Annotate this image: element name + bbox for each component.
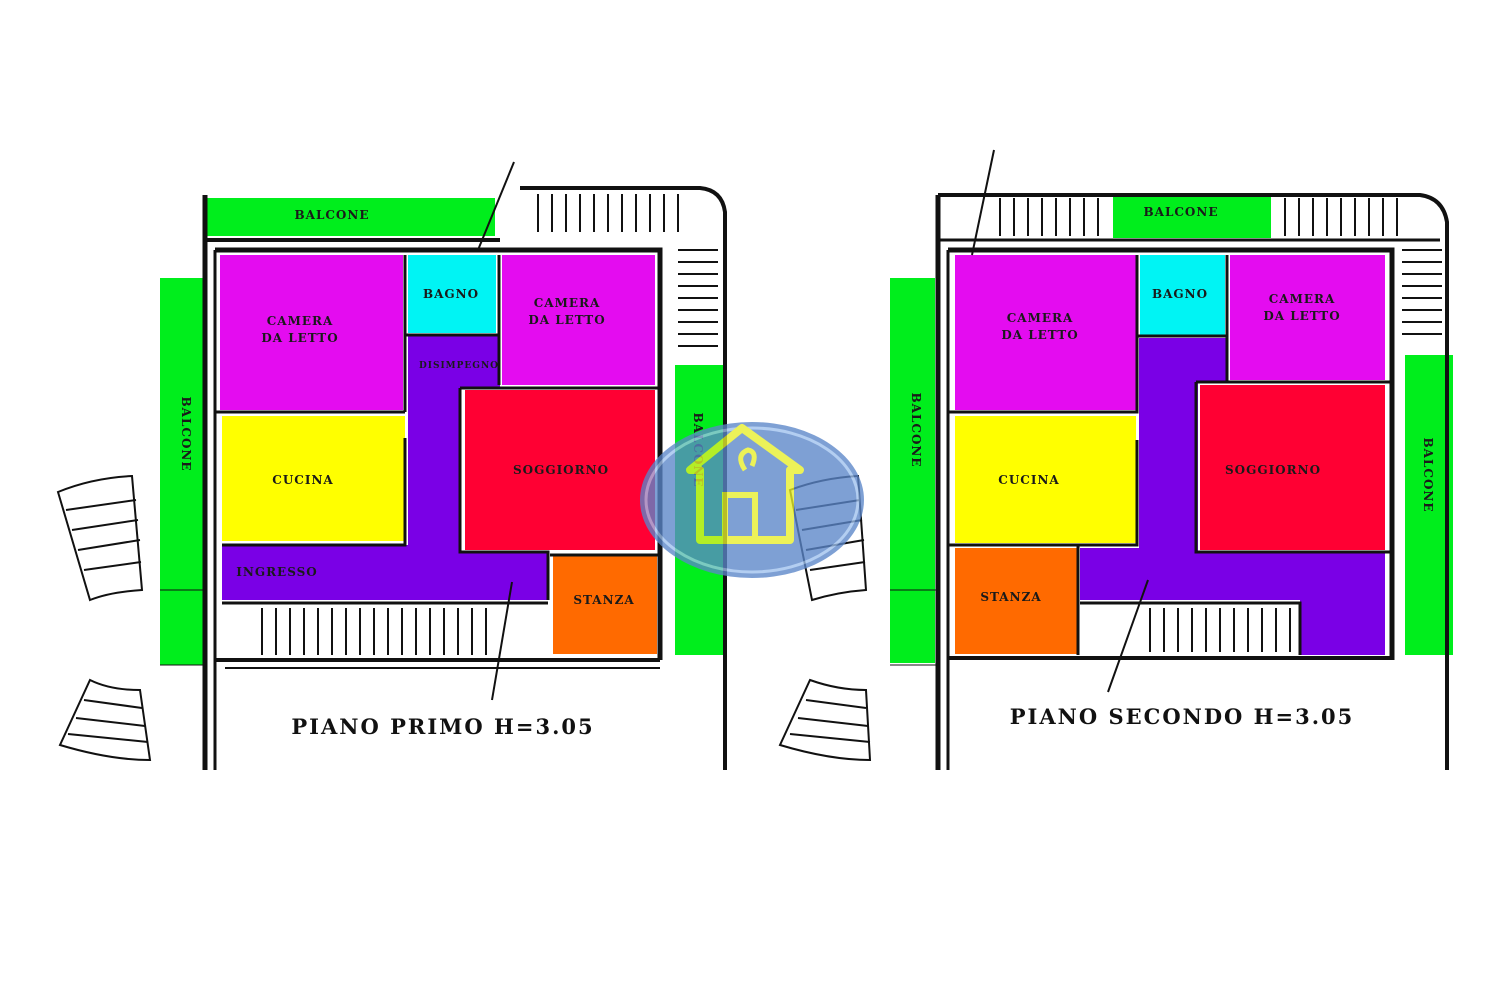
stairs-bottom-floor1 (261, 608, 487, 655)
label-camera-left-line2: DA LETTO (261, 331, 338, 345)
label-disimpegno: DISIMPEGNO (419, 361, 499, 371)
floor-plan-piano-primo: BALCONE CAMERA DA LETTO BAGNO CAMERA DA … (56, 161, 727, 770)
room-corridoio (222, 336, 548, 600)
balcony-top (205, 198, 495, 236)
label-cucina: CUCINA (272, 473, 333, 487)
balcony-left (890, 278, 935, 663)
room-stanza (955, 548, 1077, 654)
label-soggiorno: SOGGIORNO (1225, 463, 1321, 477)
label-soggiorno: SOGGIORNO (513, 463, 609, 477)
label-camera-left-line1: CAMERA (1007, 311, 1074, 325)
label-camera-left-line1: CAMERA (267, 314, 334, 328)
label-balcone-right: BALCONE (1421, 437, 1435, 512)
stairs-bottom-floor2 (1149, 608, 1291, 652)
title-piano-primo: PIANO PRIMO H=3.05 (291, 714, 594, 739)
label-balcone-left: BALCONE (179, 396, 193, 471)
label-camera-right-line2: DA LETTO (1263, 309, 1340, 323)
room-camera-left (955, 255, 1136, 410)
label-cucina: CUCINA (998, 473, 1059, 487)
stairs-right-floor1 (678, 249, 718, 347)
stairs-right-floor2 (1402, 249, 1442, 335)
room-bagno (408, 255, 496, 333)
label-stanza: STANZA (573, 593, 634, 607)
label-camera-left-line2: DA LETTO (1001, 328, 1078, 342)
label-camera-right-line1: CAMERA (1269, 292, 1336, 306)
balcony-left (160, 278, 205, 665)
walls-floor1 (160, 186, 727, 770)
title-piano-secondo: PIANO SECONDO H=3.05 (1010, 704, 1354, 729)
room-stanza (553, 556, 657, 654)
label-camera-right-line2: DA LETTO (528, 313, 605, 327)
stairs-top-floor1 (537, 194, 679, 232)
room-camera-left (220, 255, 403, 410)
label-balcone-top: BALCONE (294, 208, 369, 222)
house-logo-icon (640, 422, 864, 578)
section-line-floor2-bottom (1107, 579, 1149, 693)
label-balcone-left: BALCONE (909, 392, 923, 467)
room-soggiorno (465, 390, 655, 550)
stairs-curved-floor1 (56, 474, 152, 762)
section-line-floor1-bottom (491, 581, 513, 701)
section-line-floor1 (477, 161, 515, 251)
room-camera-right (1230, 255, 1385, 380)
room-soggiorno (1200, 385, 1385, 550)
walls-floor2 (890, 193, 1449, 770)
room-corridoio (1080, 338, 1385, 655)
stairs-top-floor2 (999, 198, 1398, 236)
label-bagno: BAGNO (1152, 287, 1208, 301)
label-camera-right-line1: CAMERA (534, 296, 601, 310)
room-camera-right (502, 255, 655, 385)
label-bagno: BAGNO (423, 287, 479, 301)
room-cucina (955, 416, 1136, 543)
section-line-floor2 (971, 149, 995, 256)
balcony-top (1113, 196, 1271, 238)
floor-plan-piano-secondo: BALCONE CAMERA DA LETTO BAGNO CAMERA DA … (778, 149, 1453, 770)
label-balcone-top: BALCONE (1143, 205, 1218, 219)
label-stanza: STANZA (980, 590, 1041, 604)
room-bagno (1140, 255, 1225, 335)
room-cucina (222, 416, 405, 541)
label-ingresso: INGRESSO (236, 565, 317, 579)
